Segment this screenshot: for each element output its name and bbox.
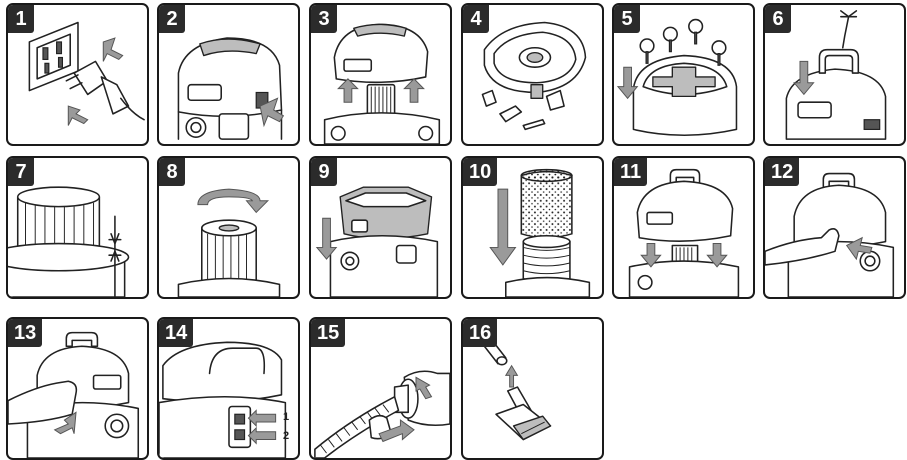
step-3-panel: 3 <box>309 3 452 146</box>
switch-on-icon <box>159 341 287 458</box>
insert-hose-icon <box>8 331 140 458</box>
step-number: 16 <box>463 319 498 347</box>
step-number: 10 <box>463 158 498 186</box>
step-number: 8 <box>159 158 185 186</box>
step-4-panel: 4 <box>461 3 604 146</box>
step-number: 6 <box>765 5 791 33</box>
step-15-panel: 15 <box>309 317 452 460</box>
step-9-panel: 9 <box>309 156 452 299</box>
step-1-panel: 1 <box>6 3 149 146</box>
step-number: 4 <box>463 5 489 33</box>
replace-powerhead-icon <box>628 168 740 297</box>
step-number: 12 <box>765 158 800 186</box>
powerhead-underside-accessories-icon <box>481 21 587 131</box>
step-5-panel: 5 <box>612 3 755 146</box>
step-number: 15 <box>311 319 346 347</box>
unplug-power-cord-icon <box>28 21 145 126</box>
step-number: 3 <box>311 5 337 33</box>
step-11-panel: 11 <box>612 156 755 299</box>
close-latches-icon <box>765 172 895 297</box>
release-latches-icon <box>177 37 285 140</box>
step-number: 9 <box>311 158 337 186</box>
step-16-panel: 16 <box>461 317 604 460</box>
twist-filter-icon <box>177 188 281 297</box>
install-foam-sleeve-icon <box>489 168 591 297</box>
connect-hose-icon <box>314 370 450 458</box>
step-7-panel: 7 <box>6 156 149 299</box>
step-6-panel: 6 <box>763 3 906 146</box>
step-number: 1 <box>8 5 34 33</box>
step-13-panel: 13 <box>6 317 149 460</box>
attach-handle-screw-icon <box>785 10 887 140</box>
step-2-panel: 2 <box>157 3 300 146</box>
callout-2: 2 <box>283 430 290 442</box>
step-number: 14 <box>159 319 194 347</box>
step-12-panel: 12 <box>763 156 906 299</box>
step-14-panel: 14 1 2 <box>157 317 300 460</box>
caster-icon <box>639 38 655 64</box>
step-number: 13 <box>8 319 43 347</box>
step-number: 5 <box>614 5 640 33</box>
step-number: 7 <box>8 158 34 186</box>
install-filter-bag-icon <box>315 186 439 297</box>
filter-seated-flush-icon <box>8 186 130 297</box>
callout-1: 1 <box>283 411 290 423</box>
step-8-panel: 8 <box>157 156 300 299</box>
step-10-panel: 10 <box>461 156 604 299</box>
lift-powerhead-icon <box>323 23 441 144</box>
install-casters-icon <box>616 18 738 136</box>
step-number: 2 <box>159 5 185 33</box>
step-number: 11 <box>614 158 648 186</box>
